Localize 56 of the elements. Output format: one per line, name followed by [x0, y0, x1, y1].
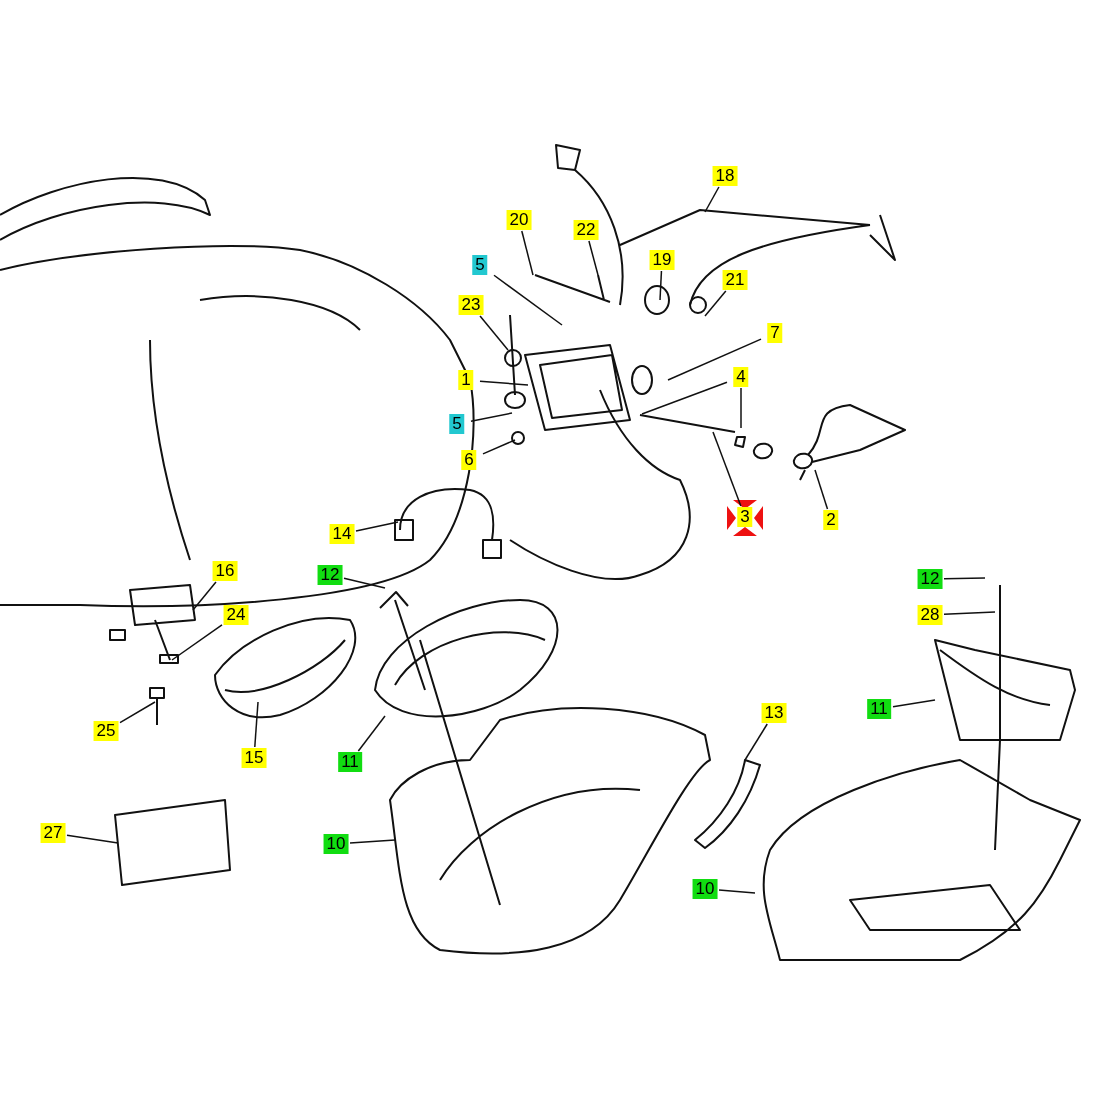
callout-number: 4 — [733, 367, 749, 387]
leader-line — [814, 469, 829, 510]
leader-line — [588, 240, 599, 276]
leader-line — [718, 889, 756, 894]
leader-line — [704, 290, 727, 317]
leader-line — [470, 412, 513, 422]
callout-number: 1 — [458, 370, 474, 390]
callout-number: 15 — [241, 748, 267, 768]
callout-number: 12 — [917, 569, 943, 589]
callout-number: 10 — [692, 879, 718, 899]
leader-line — [712, 431, 742, 507]
leader-line — [192, 581, 217, 611]
callout-number: 18 — [712, 166, 738, 186]
callout-number: 10 — [323, 834, 349, 854]
leader-line — [119, 701, 156, 724]
callout-number: 12 — [317, 565, 343, 585]
leader-line — [355, 521, 399, 532]
callout-number: 2 — [823, 510, 839, 530]
callout-number: 25 — [93, 721, 119, 741]
leader-line — [493, 274, 563, 326]
callout-number: 19 — [649, 250, 675, 270]
callout-number: 24 — [223, 605, 249, 625]
callout-number: 21 — [722, 270, 748, 290]
callout-number: 11 — [867, 699, 891, 719]
leader-line — [892, 699, 936, 708]
callout-number: 27 — [40, 823, 66, 843]
leader-line — [744, 723, 768, 761]
callout-number: 5 — [449, 414, 465, 434]
leader-line — [482, 439, 516, 455]
callout-number: 14 — [329, 524, 355, 544]
callout-number: 13 — [761, 703, 787, 723]
leader-line — [357, 715, 386, 752]
leader-line — [66, 834, 119, 844]
leader-line — [943, 611, 996, 616]
callout-number: 5 — [472, 255, 488, 275]
callout-number: 16 — [212, 561, 238, 581]
leader-line — [704, 186, 720, 213]
callout-number: 23 — [458, 295, 484, 315]
callout-number: 6 — [461, 450, 477, 470]
callout-number: 3 — [737, 507, 753, 527]
callout-number: 7 — [767, 323, 783, 343]
callout-number: 22 — [573, 220, 599, 240]
leader-line — [171, 624, 223, 661]
callout-number: 20 — [506, 210, 532, 230]
leader-line — [343, 577, 386, 589]
leader-line — [521, 230, 534, 276]
leader-line — [943, 577, 986, 580]
leader-line — [667, 338, 762, 381]
callout-number: 11 — [338, 752, 362, 772]
leader-line — [479, 380, 529, 386]
leader-line — [479, 315, 509, 351]
leader-line — [349, 839, 396, 844]
leader-line — [641, 381, 728, 415]
callout-number: 28 — [917, 605, 943, 625]
leader-line — [254, 701, 259, 748]
leader-line — [740, 387, 742, 429]
